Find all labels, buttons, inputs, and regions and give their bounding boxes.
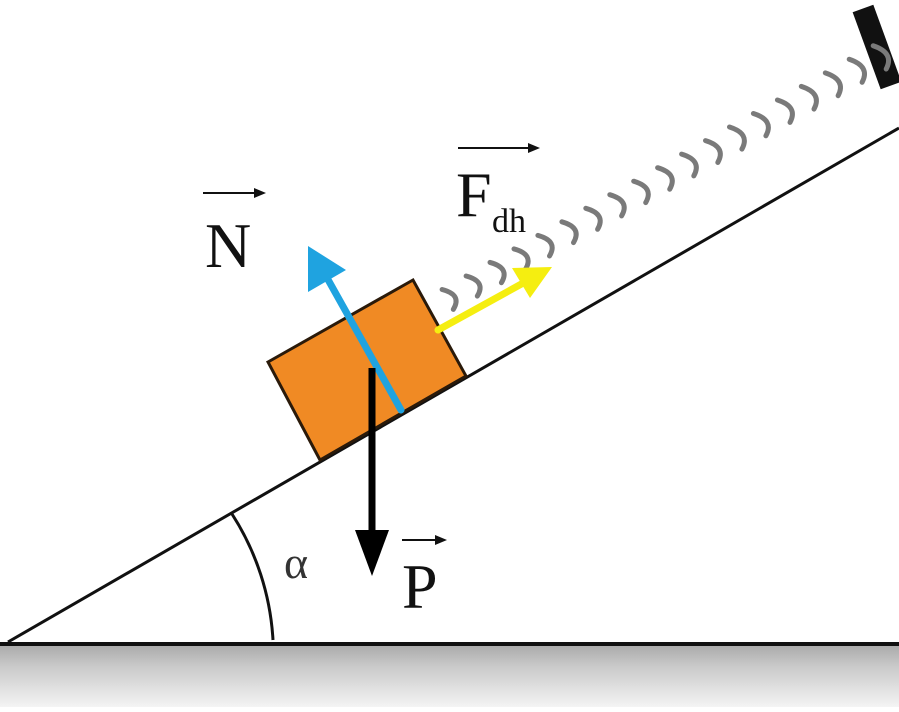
spring-force-label: F dh — [456, 143, 540, 240]
ground — [0, 642, 899, 707]
spring-force-label-text: F — [456, 159, 492, 230]
spring-coil — [631, 178, 651, 206]
spring-coil — [559, 219, 579, 246]
angle-arc — [230, 513, 275, 641]
spring-coil — [774, 97, 795, 125]
spring-coil — [846, 56, 867, 85]
spring-coil — [463, 273, 483, 299]
spring-coil — [679, 151, 699, 179]
angle-label: α — [284, 537, 308, 588]
block — [265, 277, 469, 463]
spring-coil — [655, 165, 675, 192]
normal-force-label-text: N — [205, 210, 251, 281]
spring-coil — [870, 43, 892, 72]
spring-force-arrow — [434, 267, 552, 334]
spring-coil — [750, 111, 771, 139]
spring-coil — [439, 287, 459, 312]
incline-surface — [7, 126, 899, 644]
weight-label-text: P — [402, 551, 438, 622]
normal-force-label: N — [203, 188, 266, 281]
spring-coil — [607, 192, 627, 219]
spring-coil — [822, 70, 843, 99]
weight-arrow — [355, 368, 389, 576]
spring — [439, 43, 892, 312]
spring-coil — [583, 205, 603, 232]
spring-coil — [511, 246, 531, 272]
weight-label: P — [402, 535, 447, 622]
spring-coil — [798, 83, 819, 112]
spring-coil — [487, 259, 507, 286]
normal-force-arrow — [308, 246, 405, 414]
spring-coil — [727, 124, 747, 152]
spring-coil — [535, 232, 555, 259]
spring-force-subscript: dh — [492, 203, 526, 240]
ground-shadow — [0, 644, 899, 707]
spring-coil — [703, 138, 723, 165]
